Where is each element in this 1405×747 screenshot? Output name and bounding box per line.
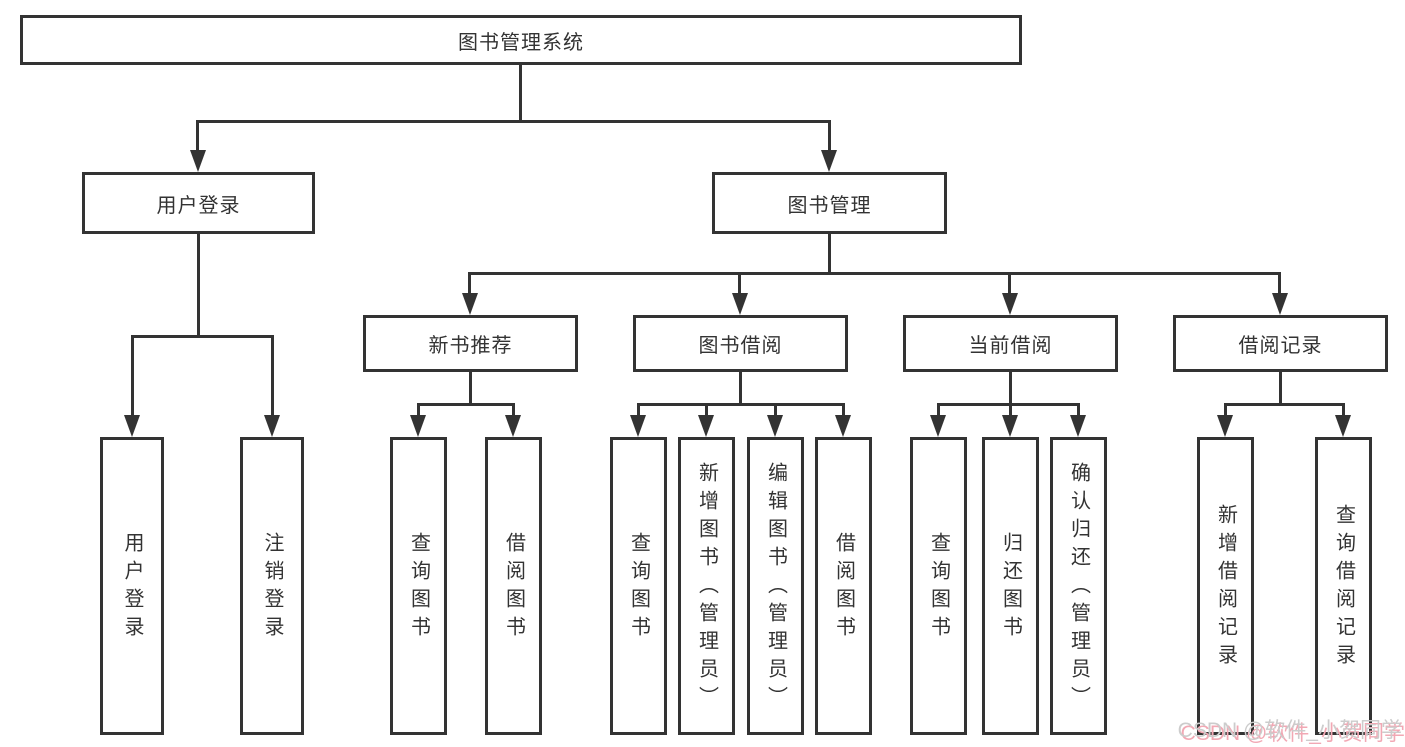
connector-line: [1077, 403, 1080, 417]
watermark: CSDN @软件_小贺同学: [1177, 719, 1402, 742]
leaf-edit-books-admin: 编辑图书（管理员）: [747, 437, 804, 735]
arrow-down-icon: [190, 150, 206, 172]
connector-line: [196, 120, 831, 123]
connector-line: [512, 403, 515, 417]
connector-line: [937, 403, 940, 417]
arrow-down-icon: [698, 415, 714, 437]
connector-line: [738, 272, 741, 296]
arrow-down-icon: [930, 415, 946, 437]
connector-line: [842, 403, 845, 417]
connector-line: [271, 335, 274, 417]
connector-line: [519, 65, 522, 122]
connector-line: [705, 403, 708, 417]
leaf-borrow-books-borrowing: 借阅图书: [815, 437, 872, 735]
arrow-down-icon: [1335, 415, 1351, 437]
connector-line: [637, 403, 845, 406]
arrow-down-icon: [1070, 415, 1086, 437]
arrow-down-icon: [630, 415, 646, 437]
arrow-down-icon: [767, 415, 783, 437]
connector-line: [828, 120, 831, 153]
leaf-query-books-recommend: 查询图书: [390, 437, 447, 735]
leaf-confirm-return-admin: 确认归还（管理员）: [1050, 437, 1107, 735]
connector-line: [1279, 372, 1282, 403]
arrow-down-icon: [835, 415, 851, 437]
leaf-logout: 注销登录: [240, 437, 304, 735]
connector-line: [1278, 272, 1281, 296]
arrow-down-icon: [732, 293, 748, 315]
node-book-management: 图书管理: [712, 172, 947, 234]
node-current-borrowing: 当前借阅: [903, 315, 1118, 372]
connector-line: [637, 403, 640, 417]
connector-line: [196, 120, 199, 153]
leaf-add-borrow-record: 新增借阅记录: [1197, 437, 1254, 735]
arrow-down-icon: [1002, 415, 1018, 437]
connector-line: [1342, 403, 1345, 417]
leaf-query-books-borrowing: 查询图书: [610, 437, 667, 735]
arrow-down-icon: [1217, 415, 1233, 437]
node-borrowing-records: 借阅记录: [1173, 315, 1388, 372]
arrow-down-icon: [505, 415, 521, 437]
leaf-user-login: 用户登录: [100, 437, 164, 735]
connector-line: [1224, 403, 1227, 417]
connector-line: [937, 403, 1080, 406]
arrow-down-icon: [264, 415, 280, 437]
connector-line: [468, 272, 1281, 275]
connector-line: [774, 403, 777, 417]
connector-line: [739, 372, 742, 403]
leaf-return-books: 归还图书: [982, 437, 1039, 735]
arrow-down-icon: [410, 415, 426, 437]
connector-line: [1008, 272, 1011, 296]
connector-line: [131, 335, 273, 338]
node-new-book-recommend: 新书推荐: [363, 315, 578, 372]
connector-line: [1224, 403, 1345, 406]
connector-line: [828, 234, 831, 272]
node-book-borrowing: 图书借阅: [633, 315, 848, 372]
connector-line: [197, 234, 200, 335]
arrow-down-icon: [1002, 293, 1018, 315]
arrow-down-icon: [821, 150, 837, 172]
arrow-down-icon: [1272, 293, 1288, 315]
node-library-management-system: 图书管理系统: [20, 15, 1022, 65]
leaf-query-borrow-record: 查询借阅记录: [1315, 437, 1372, 735]
connector-line: [417, 403, 515, 406]
leaf-query-books-current: 查询图书: [910, 437, 967, 735]
connector-line: [1009, 372, 1012, 403]
arrow-down-icon: [124, 415, 140, 437]
leaf-borrow-books-recommend: 借阅图书: [485, 437, 542, 735]
connector-line: [1009, 403, 1012, 417]
connector-line: [131, 335, 134, 417]
arrow-down-icon: [462, 293, 478, 315]
leaf-add-books-admin: 新增图书（管理员）: [678, 437, 735, 735]
connector-line: [469, 372, 472, 403]
connector-line: [468, 272, 471, 296]
node-user-login: 用户登录: [82, 172, 315, 234]
connector-line: [417, 403, 420, 417]
